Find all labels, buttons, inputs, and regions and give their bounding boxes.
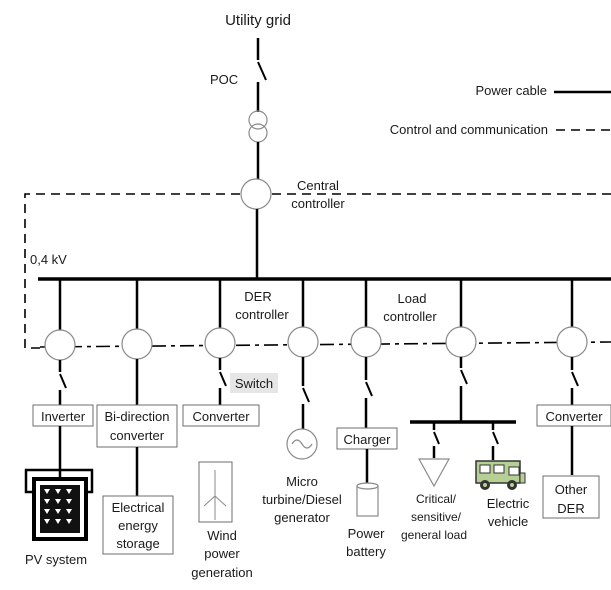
micro-label-1: Micro <box>286 474 318 489</box>
bidirection-label-2: converter <box>110 428 165 443</box>
wind-label-3: generation <box>191 565 252 580</box>
poc-label: POC <box>210 72 238 87</box>
other-label-1: Other <box>555 482 588 497</box>
load-controller-label-2: controller <box>383 309 437 324</box>
load-label-3: general load <box>401 528 467 542</box>
ev-label-2: vehicle <box>488 514 528 529</box>
node-storage <box>121 328 153 360</box>
node-other <box>556 326 588 358</box>
wind-converter-box <box>182 404 260 427</box>
micro-label-3: generator <box>274 510 330 525</box>
load-sub-switches <box>432 422 499 460</box>
other-label-2: DER <box>557 501 584 516</box>
storage-label-3: storage <box>116 536 159 551</box>
storage-box <box>102 495 174 555</box>
load-icon <box>417 458 451 488</box>
electric-vehicle-icon <box>475 460 526 490</box>
switch-label-bg <box>230 373 278 393</box>
node-micro <box>287 326 319 358</box>
pv-system-label: PV system <box>25 552 87 567</box>
central-controller-label-2: controller <box>291 196 345 211</box>
bidirection-label-1: Bi-direction <box>104 409 169 424</box>
der-controller-label-1: DER <box>244 289 271 304</box>
switch-label: Switch <box>235 376 273 391</box>
storage-label-2: energy <box>118 518 158 533</box>
wind-converter-label: Converter <box>192 409 250 424</box>
branch-drops <box>58 279 574 330</box>
load-label-2: sensitive/ <box>411 510 462 524</box>
central-controller-node <box>240 178 272 210</box>
ev-label-1: Electric <box>487 496 530 511</box>
branch-switches <box>58 357 579 430</box>
other-converter-label: Converter <box>545 409 603 424</box>
der-controller-label-2: controller <box>235 307 289 322</box>
micro-label-2: turbine/Diesel <box>262 492 342 507</box>
charger-label: Charger <box>344 432 392 447</box>
other-der-box <box>542 475 600 519</box>
legend: Power cable Control and communication <box>390 83 611 137</box>
load-label-1: Critical/ <box>416 492 457 506</box>
storage-label-1: Electrical <box>112 500 165 515</box>
transformer-icon <box>248 110 268 143</box>
wind-turbine-icon <box>203 470 227 520</box>
poc-switch-icon <box>257 61 267 81</box>
bidirection-converter-box <box>96 404 178 448</box>
other-converter-box <box>536 404 611 427</box>
battery-icon <box>356 482 379 517</box>
wind-label-1: Wind <box>207 528 237 543</box>
utility-grid-label: Utility grid <box>225 12 291 29</box>
control-link-left <box>24 193 240 349</box>
wind-label-2: power <box>204 546 240 561</box>
central-controller-label-1: Central <box>297 178 339 193</box>
node-battery <box>350 326 382 358</box>
pv-panel-icon <box>24 468 94 541</box>
node-wind <box>204 327 236 359</box>
inverter-box <box>32 404 94 427</box>
legend-power-cable-label: Power cable <box>475 83 547 98</box>
inverter-label: Inverter <box>41 409 86 424</box>
bus-voltage-label: 0,4 kV <box>30 252 67 267</box>
battery-label-2: battery <box>346 544 386 559</box>
battery-label-1: Power <box>348 526 386 541</box>
node-load <box>445 326 477 358</box>
ac-wave-icon <box>291 439 313 449</box>
legend-control-label: Control and communication <box>390 122 548 137</box>
load-controller-label-1: Load <box>398 291 427 306</box>
node-pv <box>44 329 76 361</box>
